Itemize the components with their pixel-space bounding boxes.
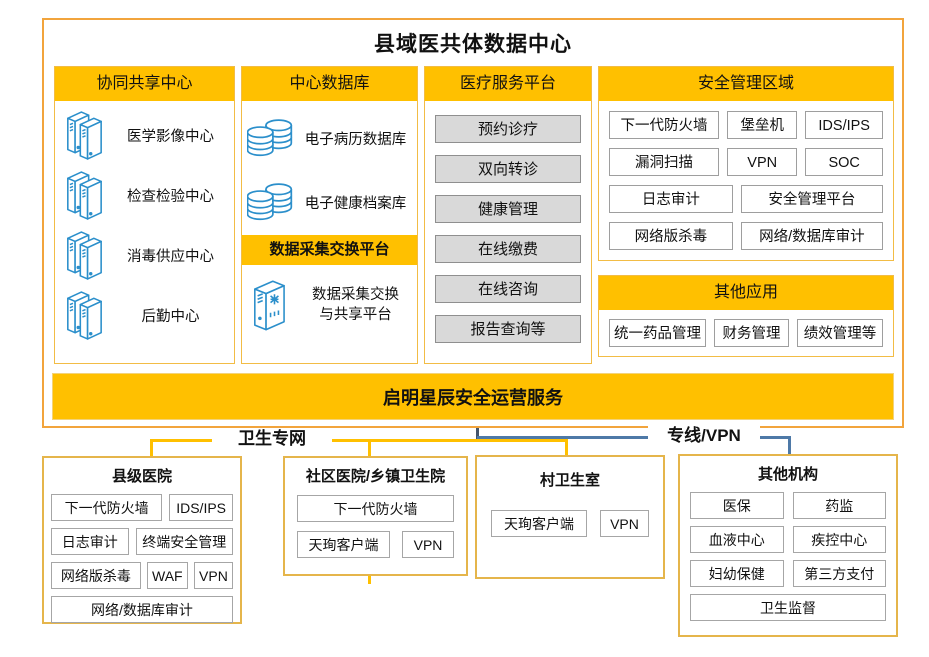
site-other-institutions: 其他机构 医保 药监 血液中心 疾控中心 妇幼保健 第三方支付 卫生监督 xyxy=(678,454,898,637)
site-title: 其他机构 xyxy=(757,466,818,483)
list-item: 数据采集交换 与共享平台 xyxy=(242,279,417,333)
site-button: 终端安全管理 xyxy=(135,528,233,555)
security-button: 漏洞扫描 xyxy=(609,148,719,176)
site-button: 血液中心 xyxy=(690,526,784,553)
list-item: 电子病历数据库 xyxy=(246,115,413,161)
server-pair-icon xyxy=(61,290,109,340)
connector-blue-drop-other xyxy=(788,436,791,455)
site-button: IDS/IPS xyxy=(169,494,233,521)
site-button: VPN xyxy=(193,562,233,589)
security-button: SOC xyxy=(805,148,883,176)
column-security: 安全管理区域 下一代防火墙 堡垒机 IDS/IPS 漏洞扫描 VPN SOC xyxy=(598,66,894,364)
exchange-platform-label: 数据采集交换 与共享平台 xyxy=(312,287,399,323)
column-shared-center: 协同共享中心 医学影像中心 xyxy=(54,66,235,364)
column-central-database: 中心数据库 电子病历数据库 xyxy=(241,66,418,364)
other-app-button: 统一药品管理 xyxy=(609,319,706,347)
service-button: 预约诊疗 xyxy=(435,115,581,143)
list-item: 检查检验中心 xyxy=(61,169,228,221)
network-label-health-net: 卫生专网 xyxy=(212,429,332,449)
shared-item-label: 后勤中心 xyxy=(141,308,200,325)
connector-yellow-drop-village xyxy=(565,439,568,455)
shared-item-label: 医学影像中心 xyxy=(127,128,214,145)
connector-blue-horizontal xyxy=(477,436,790,439)
site-button: 下一代防火墙 xyxy=(297,495,454,522)
connector-yellow-stub-bottom xyxy=(368,576,371,584)
service-button: 报告查询等 xyxy=(435,315,581,343)
security-area-header: 安全管理区域 xyxy=(599,67,893,101)
site-button: 妇幼保健 xyxy=(690,560,784,587)
site-village-clinic: 村卫生室 天珣客户端 VPN xyxy=(475,455,665,579)
site-button: VPN xyxy=(402,531,454,558)
site-button: WAF xyxy=(146,562,188,589)
security-button: IDS/IPS xyxy=(805,111,883,139)
server-pair-icon xyxy=(61,230,109,280)
service-button: 在线咨询 xyxy=(435,275,581,303)
server-pair-icon xyxy=(61,110,109,160)
service-button: 双向转诊 xyxy=(435,155,581,183)
security-button: VPN xyxy=(727,148,798,176)
column-medical-services: 医疗服务平台 预约诊疗 双向转诊 健康管理 在线缴费 在线咨询 报告查询等 xyxy=(424,66,592,364)
shared-center-header: 协同共享中心 xyxy=(55,67,234,101)
connector-center-stub xyxy=(476,428,479,440)
network-label-vpn-line: 专线/VPN xyxy=(648,426,760,446)
database-icon xyxy=(246,183,294,221)
site-button: VPN xyxy=(600,510,649,537)
database-item-label: 电子病历数据库 xyxy=(304,131,407,148)
medical-services-header: 医疗服务平台 xyxy=(425,67,591,101)
list-item: 后勤中心 xyxy=(61,289,228,341)
site-button: 网络版杀毒 xyxy=(51,562,141,589)
site-button: 天珣客户端 xyxy=(491,510,587,537)
site-button: 第三方支付 xyxy=(792,560,886,587)
site-button: 卫生监督 xyxy=(690,594,886,621)
site-button: 天珣客户端 xyxy=(297,531,391,558)
site-button: 网络/数据库审计 xyxy=(51,596,233,623)
security-button: 日志审计 xyxy=(609,185,733,213)
service-button: 健康管理 xyxy=(435,195,581,223)
central-database-header: 中心数据库 xyxy=(242,67,417,101)
other-apps-box: 其他应用 统一药品管理 财务管理 绩效管理等 xyxy=(598,275,894,357)
site-county-hospital: 县级医院 下一代防火墙 IDS/IPS 日志审计 终端安全管理 网络版杀毒 WA… xyxy=(42,456,242,624)
list-item: 消毒供应中心 xyxy=(61,229,228,281)
exchange-server-icon xyxy=(246,279,294,333)
site-button: 疾控中心 xyxy=(792,526,886,553)
site-button: 医保 xyxy=(690,492,784,519)
database-icon xyxy=(246,119,294,157)
columns-area: 协同共享中心 医学影像中心 xyxy=(54,66,894,364)
connector-yellow-horizontal xyxy=(151,439,568,442)
site-title: 村卫生室 xyxy=(539,472,600,489)
security-button: 安全管理平台 xyxy=(740,185,883,213)
other-app-button: 绩效管理等 xyxy=(797,319,883,347)
security-area-box: 安全管理区域 下一代防火墙 堡垒机 IDS/IPS 漏洞扫描 VPN SOC xyxy=(598,66,894,261)
server-pair-icon xyxy=(61,170,109,220)
security-button: 下一代防火墙 xyxy=(609,111,719,139)
site-button: 下一代防火墙 xyxy=(51,494,163,521)
shared-item-label: 检查检验中心 xyxy=(127,188,214,205)
shared-item-label: 消毒供应中心 xyxy=(127,248,214,265)
site-title: 县级医院 xyxy=(111,468,172,485)
exchange-platform-band: 数据采集交换平台 xyxy=(242,235,417,265)
database-item-label: 电子健康档案库 xyxy=(304,195,407,212)
other-app-button: 财务管理 xyxy=(713,319,789,347)
site-title: 社区医院/乡镇卫生院 xyxy=(305,468,446,485)
site-button: 药监 xyxy=(792,492,886,519)
connector-yellow-drop-county xyxy=(150,439,153,457)
list-item: 电子健康档案库 xyxy=(246,179,413,225)
security-button: 网络/数据库审计 xyxy=(740,222,883,250)
connector-yellow-drop-community xyxy=(368,439,371,457)
service-button: 在线缴费 xyxy=(435,235,581,263)
site-community-hospital: 社区医院/乡镇卫生院 下一代防火墙 天珣客户端 VPN xyxy=(283,456,468,576)
data-center-box: 县域医共体数据中心 协同共享中心 医学影像中心 xyxy=(42,18,904,428)
security-button: 堡垒机 xyxy=(727,111,798,139)
page-title: 县域医共体数据中心 xyxy=(374,33,572,56)
other-apps-header: 其他应用 xyxy=(599,276,893,310)
list-item: 医学影像中心 xyxy=(61,109,228,161)
security-ops-bar: 启明星辰安全运营服务 xyxy=(52,373,894,420)
site-button: 日志审计 xyxy=(51,528,129,555)
security-button: 网络版杀毒 xyxy=(609,222,733,250)
